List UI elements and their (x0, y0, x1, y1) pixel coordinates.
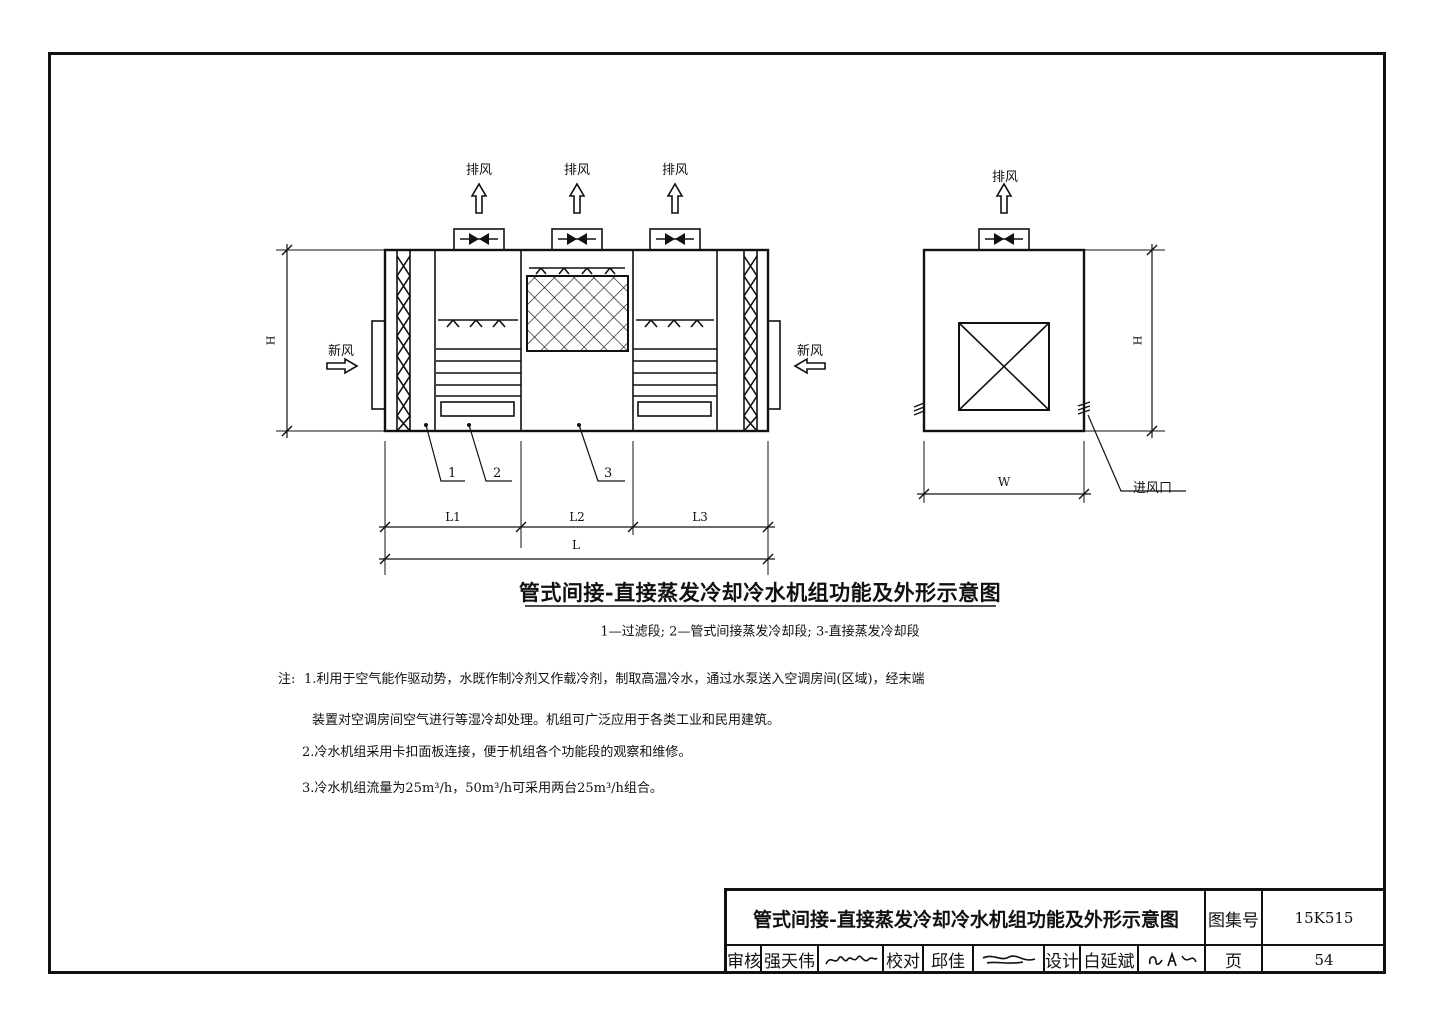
right-indirect-section (633, 319, 717, 417)
dim-w: W (997, 475, 1011, 489)
right-filter (743, 250, 758, 432)
title-block (724, 888, 1386, 974)
note-line-4: 3.冷水机组流量为25m³/h，50m³/h可采用两台25m³/h组合。 (302, 781, 663, 796)
exhaust-arrows (470, 182, 684, 214)
design-signature (1138, 945, 1205, 974)
dim-l1: L1 (445, 510, 461, 524)
page-label: 页 (1225, 952, 1242, 972)
review-label: 审核 (727, 952, 761, 972)
review-name: 强天伟 (764, 952, 815, 972)
dim-h-front: H (264, 335, 278, 346)
atlas-label: 图集号 (1208, 910, 1259, 931)
fresh-air-arrow-left (326, 357, 359, 375)
design-label: 设计 (1045, 952, 1079, 972)
left-indirect-section (436, 319, 521, 417)
intake-label: 进风口 (1133, 481, 1173, 496)
design-name: 白延斌 (1083, 952, 1135, 972)
side-casing (922, 248, 1086, 433)
fresh-air-label-right: 新风 (796, 344, 824, 359)
note-line-3: 2.冷水机组采用卡扣面板连接，便于机组各个功能段的观察和维修。 (302, 745, 692, 760)
exhaust-label-side: 排风 (991, 170, 1019, 185)
fresh-air-arrow-right (793, 357, 826, 375)
access-panel (958, 322, 1050, 411)
front-elevation (276, 182, 826, 575)
check-label: 校对 (886, 952, 920, 972)
exhaust-label-2: 排风 (563, 163, 591, 178)
fan-middle (551, 228, 603, 251)
fresh-air-label-left: 新风 (327, 344, 355, 359)
callout-3: 3 (604, 466, 613, 481)
drawing-border (48, 52, 1386, 974)
fan-right (649, 228, 701, 251)
fan-side (978, 228, 1030, 251)
dim-l2: L2 (569, 510, 585, 524)
exhaust-label-3: 排风 (661, 163, 689, 178)
direct-evap-section (526, 267, 629, 352)
check-name: 邱佳 (931, 952, 965, 972)
review-signature (818, 945, 883, 974)
right-inlet-box (767, 320, 781, 410)
check-signature (973, 945, 1044, 974)
note-line-1: 1.利用于空气能作驱动势，水既作制冷剂又作载冷剂，制取高温冷水，通过水泵送入空调… (304, 672, 925, 687)
dim-l3: L3 (692, 510, 708, 524)
left-filter (396, 250, 411, 432)
atlas-value: 15K515 (1294, 909, 1354, 927)
fan-left (453, 228, 505, 251)
callout-1: 1 (448, 466, 457, 481)
title-block-grid (724, 888, 1386, 974)
note-line-2: 装置对空调房间空气进行等湿冷却处理。机组可广泛应用于各类工业和民用建筑。 (312, 713, 781, 728)
figure-title: 管式间接-直接蒸发冷却冷水机组功能及外形示意图 (518, 580, 1002, 605)
callout-2: 2 (493, 466, 502, 481)
page-value: 54 (1314, 950, 1334, 969)
notes-prefix: 注: (278, 672, 296, 687)
exhaust-label-1: 排风 (465, 163, 493, 178)
title-block-title: 管式间接-直接蒸发冷却冷水机组功能及外形示意图 (753, 908, 1179, 931)
figure-legend: 1—过滤段; 2—管式间接蒸发冷却段; 3-直接蒸发冷却段 (600, 624, 920, 640)
exhaust-arrow-side (995, 182, 1013, 214)
dim-h-side: H (1131, 335, 1145, 346)
left-inlet-box (371, 320, 386, 410)
side-elevation (913, 182, 1186, 503)
dim-l: L (572, 538, 580, 552)
